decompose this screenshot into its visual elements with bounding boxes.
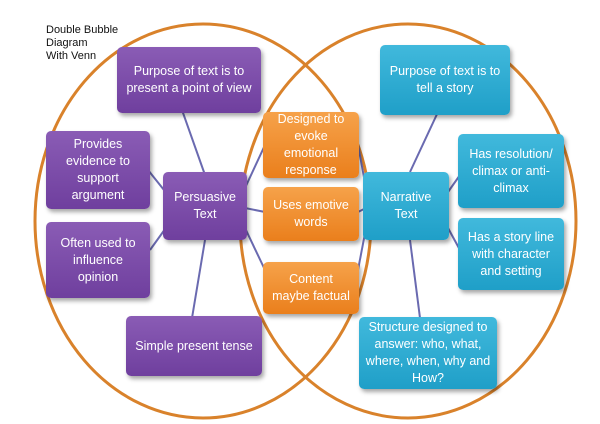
diagram-caption: Double Bubble Diagram With Venn — [46, 24, 119, 62]
right-node-1: Purpose of text is to tell a story — [380, 45, 510, 115]
left-node-1: Purpose of text is to present a point of… — [117, 47, 261, 113]
shared-node-2: Uses emotive words — [263, 187, 359, 241]
connector-left-1 — [181, 109, 206, 176]
connector-left-4 — [191, 239, 206, 319]
shared-node-3: Content maybe factual — [263, 262, 359, 314]
right-node-2: Has resolution/ climax or anti-climax — [458, 134, 564, 208]
connector-right-4 — [409, 239, 421, 319]
right-node-3: Has a story line with character and sett… — [458, 218, 564, 290]
shared-node-1: Designed to evoke emotional response — [263, 112, 359, 178]
connector-left-shared-2 — [244, 207, 266, 213]
connector-left-shared-1 — [244, 144, 266, 189]
connector-right-1 — [409, 111, 439, 173]
narrative-text-hub: Narrative Text — [363, 172, 449, 240]
left-node-4: Simple present tense — [126, 316, 262, 376]
left-node-2: Provides evidence to support argument — [46, 131, 150, 209]
right-node-4: Structure designed to answer: who, what,… — [359, 317, 497, 389]
connector-left-shared-3 — [244, 227, 266, 271]
left-node-3: Often used to influence opinion — [46, 222, 150, 298]
persuasive-text-hub: Persuasive Text — [163, 172, 247, 240]
